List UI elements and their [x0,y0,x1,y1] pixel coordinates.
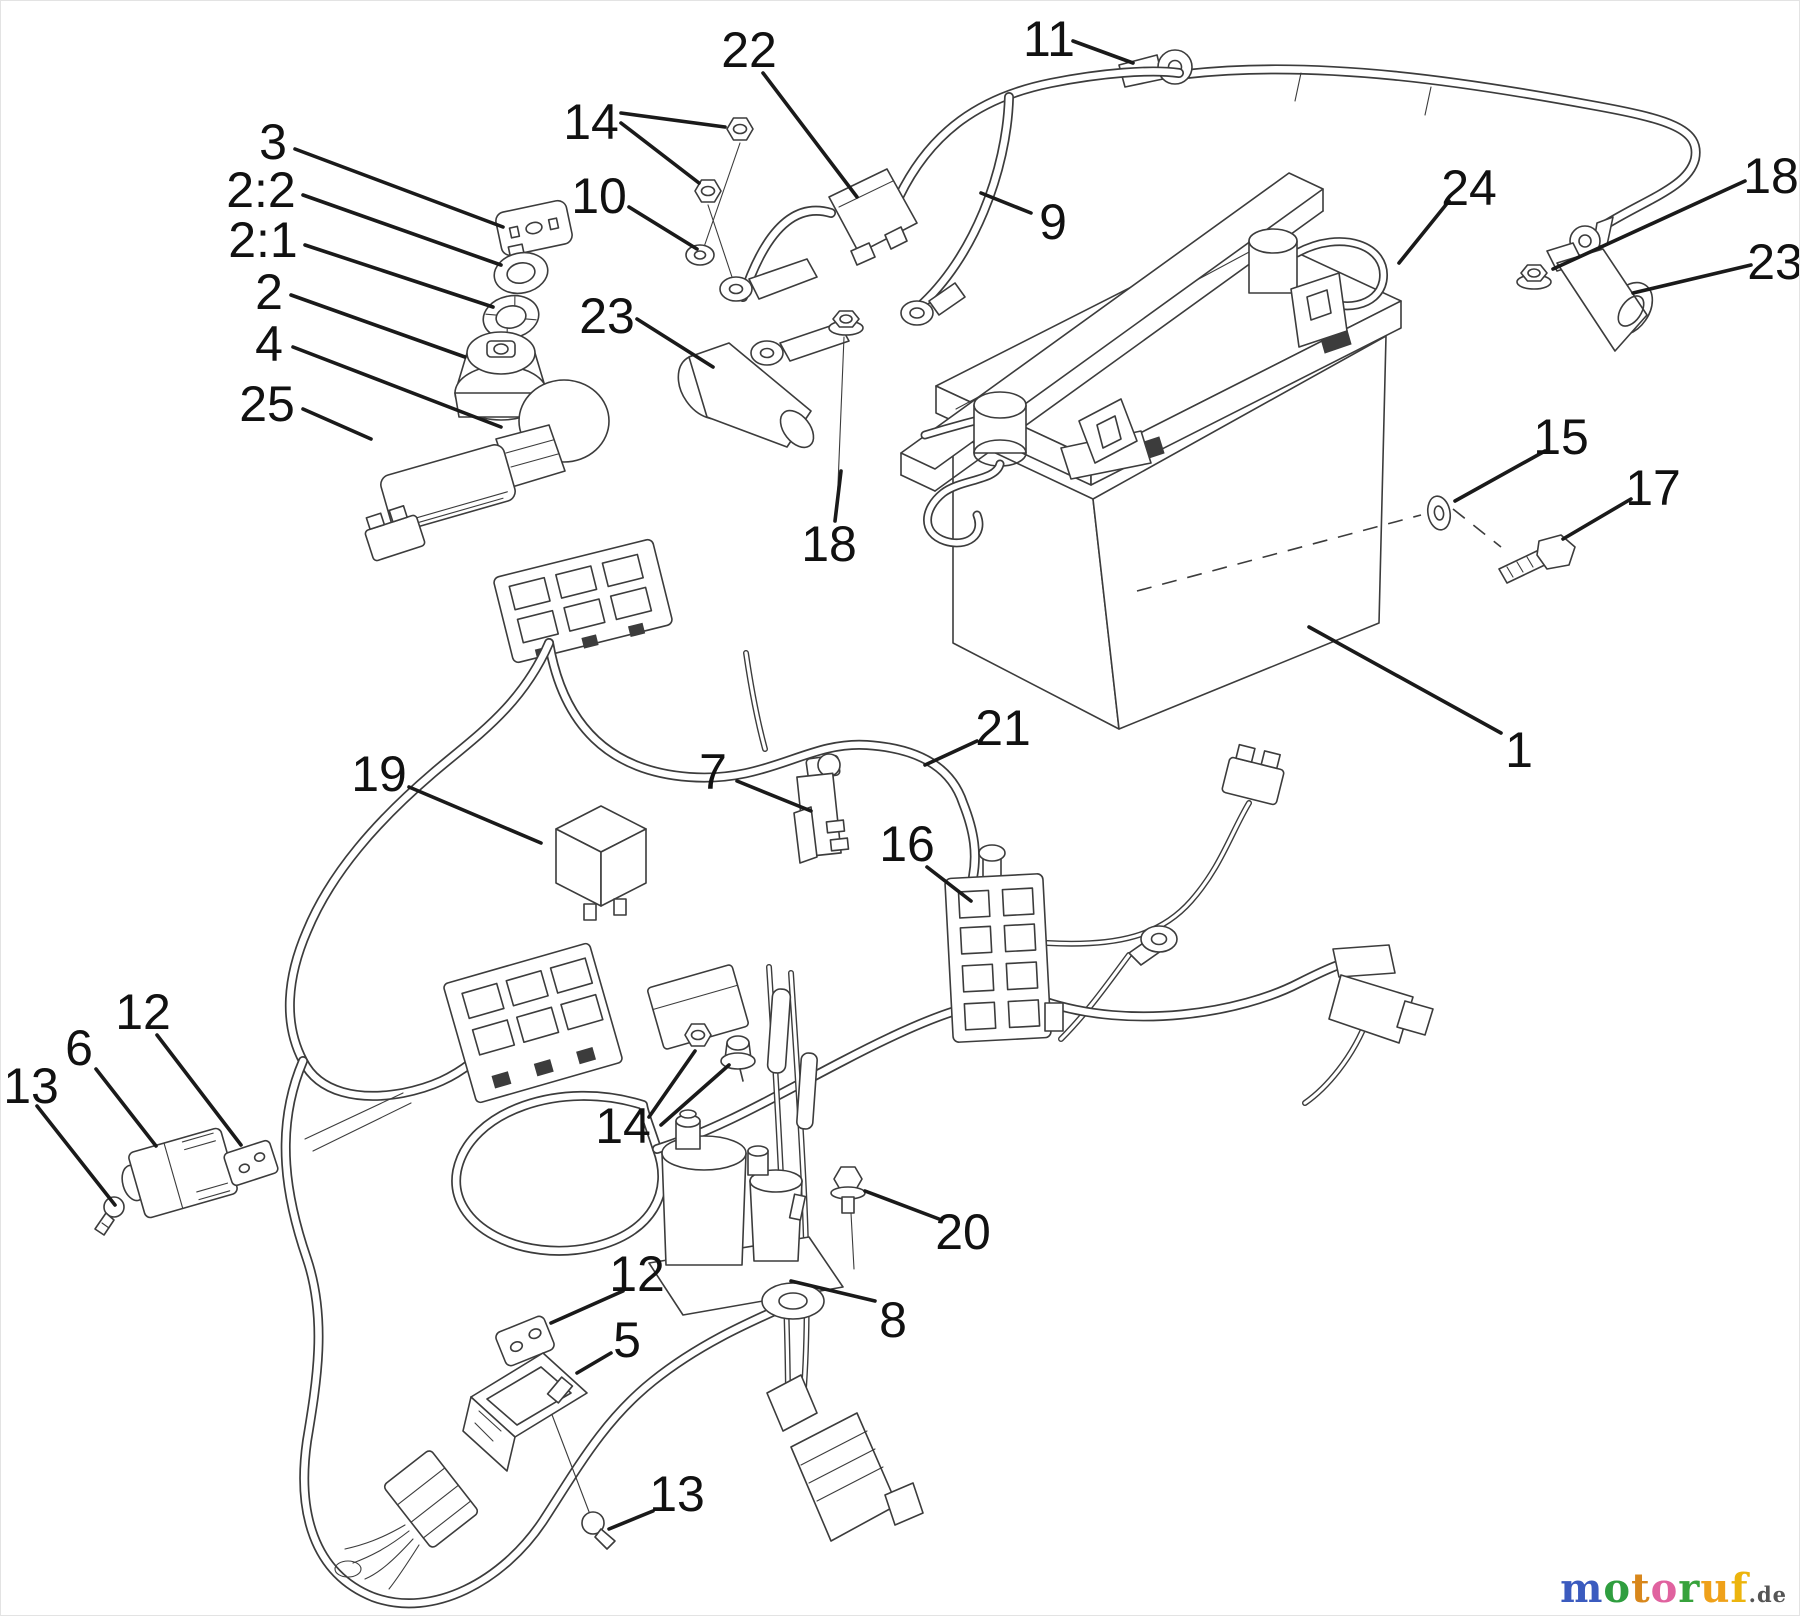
ring-terminal [1128,925,1178,966]
ring-terminal [900,282,966,326]
hex-nut-14 [694,179,733,278]
bolt-20 [830,1166,866,1270]
ring-nut-2-2 [493,243,549,295]
callout-25: 25 [239,376,295,432]
callout-7: 7 [699,744,727,800]
wire-boot [766,988,792,1074]
watermark-letter: o [1650,1565,1679,1612]
callouts: 11 22 14 10 3 2:2 2:1 2 4 25 23 18 9 24 … [3,11,1800,1522]
callout-4: 4 [255,316,283,372]
fuse-block-16 [944,844,1064,1043]
callout-16: 16 [879,816,935,872]
battery-cable-assembly-9 [677,71,1179,510]
watermark-letter: o [1603,1565,1632,1612]
j-bolt-right [1248,228,1384,348]
ring-terminal [1569,216,1614,257]
watermark-letter: f [1730,1565,1749,1612]
screw-13-bottom [581,1511,616,1550]
hex-nut-14 [703,117,754,248]
callout-14-top: 14 [563,94,619,150]
two-pin-connector [364,505,426,562]
harness-end-connector-right [1328,944,1434,1044]
mid-connector-block [443,942,623,1104]
wire-boot [796,1052,818,1130]
callout-15: 15 [1533,409,1589,465]
callout-12-lower: 12 [609,1246,665,1302]
watermark-letter: m [1560,1565,1604,1612]
callout-18-right: 18 [1743,148,1799,204]
battery-clamp-bracket [1060,398,1152,480]
callout-22: 22 [721,22,777,78]
callout-3: 3 [259,114,287,170]
washer-15 [1426,495,1452,531]
callout-24: 24 [1441,160,1497,216]
callout-20: 20 [935,1204,991,1260]
j-bolt-left [925,391,1027,543]
harness-end-connector-bottom [766,1374,924,1542]
terminal-plate-12-lower [495,1315,555,1367]
callout-19: 19 [351,746,407,802]
callout-21: 21 [975,700,1031,756]
battery-mount-hardware [1136,495,1576,592]
callout-11: 11 [1023,11,1075,67]
watermark-suffix: .de [1748,1582,1787,1607]
terminal-boot-left-23 [677,342,815,449]
ignition-switch-stack [364,199,673,664]
callout-14-bottom: 14 [595,1098,651,1154]
bracket-5 [462,1352,592,1518]
starter-solenoid-8 [648,1109,844,1320]
watermark-letter: t [1631,1565,1651,1612]
flange-nut-18-right [1516,264,1552,290]
watermark-word: motoruf [1560,1565,1749,1612]
callout-12-upper: 12 [115,984,171,1040]
callout-23-left: 23 [579,288,635,344]
battery-holddown-bar [900,172,1384,543]
mid-small-box [647,964,749,1050]
callout-17: 17 [1625,460,1681,516]
two-pin-connector-right [1221,743,1285,806]
flange-nut-18-left [828,310,864,510]
callout-2-1: 2:1 [228,212,298,268]
callout-8: 8 [879,1292,907,1348]
callout-13-bottom: 13 [649,1466,705,1522]
relay-19 [555,805,647,921]
nine-pin-connector [493,538,673,664]
callout-2: 2 [255,264,283,320]
flanged-stud-14-bottom [720,1035,756,1082]
screw-13-left [94,1196,125,1236]
callout-9: 9 [1039,194,1067,250]
callout-2-2: 2:2 [226,162,296,218]
terminal-boot-right-23 [1546,242,1654,352]
leader-lines [35,39,1753,1531]
watermark-logo[interactable]: motoruf.de [1560,1569,1787,1609]
fuse-holder-6 [121,1127,238,1219]
key-plate-3 [495,199,573,257]
harness-end-connector-left [334,1450,479,1590]
callout-10: 10 [571,168,627,224]
module-25 [380,444,516,532]
terminal-plate-12-upper [223,1139,279,1187]
watermark-letter: r [1678,1565,1701,1612]
switch-connector-4 [495,379,610,488]
ring-terminal [719,258,818,302]
callout-18-left: 18 [801,516,857,572]
callout-13-left: 13 [3,1058,59,1114]
callout-23-right: 23 [1747,234,1800,290]
washer-10 [685,244,715,266]
callout-6: 6 [65,1020,93,1076]
wire-harness-main [286,643,1369,1603]
bolt-17 [1498,534,1576,584]
watermark-letter: u [1700,1565,1731,1612]
callout-5: 5 [613,1312,641,1368]
hex-nut-14-bottom [684,1023,712,1047]
callout-1: 1 [1505,722,1533,778]
